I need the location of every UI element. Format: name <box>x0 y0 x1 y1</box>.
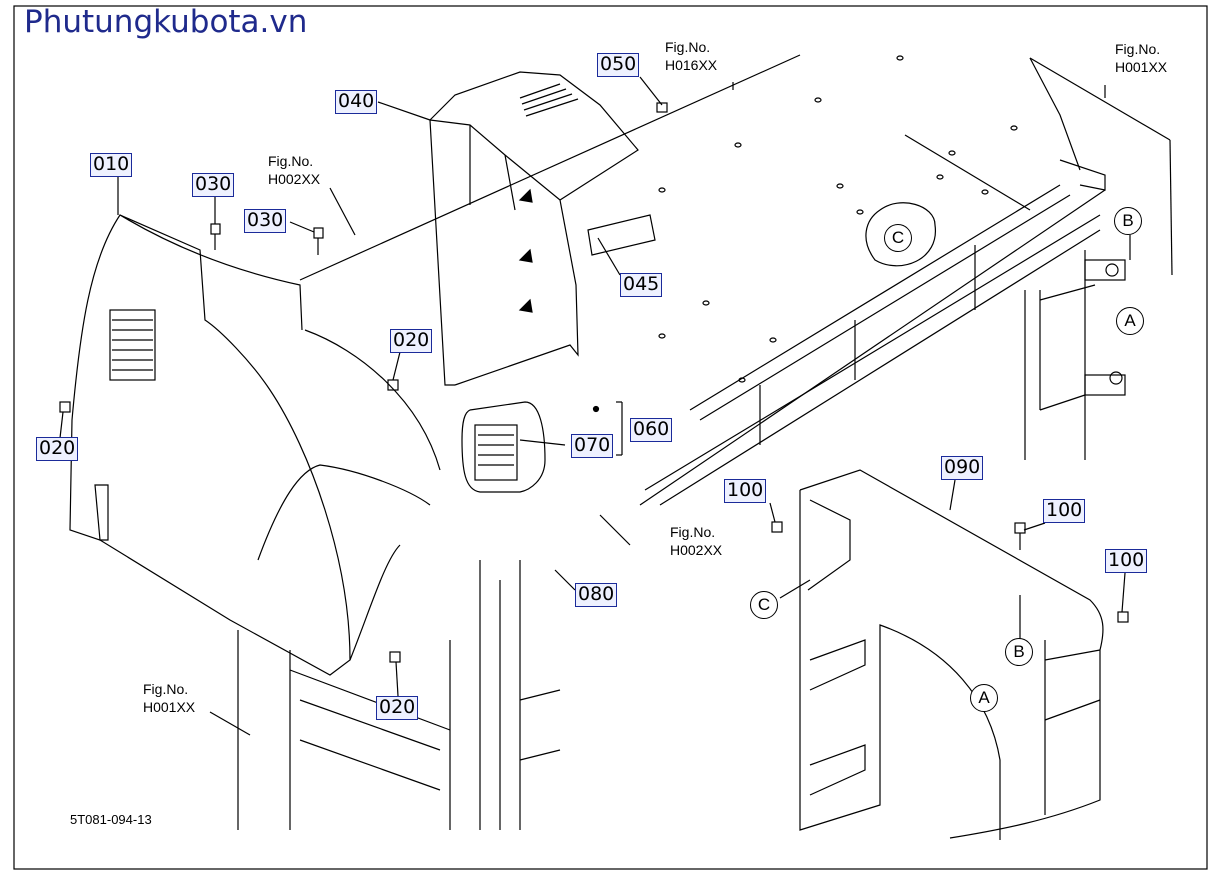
marker-b: B <box>1005 638 1033 666</box>
part-label-040[interactable]: 040 <box>335 90 378 114</box>
part-label-020[interactable]: 020 <box>390 329 433 353</box>
lower-frame-drawing <box>237 560 561 830</box>
fig-ref-label: Fig.No. <box>665 39 711 55</box>
fig-ref-code: H002XX <box>670 542 723 558</box>
part-label-020[interactable]: 020 <box>36 437 79 461</box>
fig-ref-code: H016XX <box>665 57 718 73</box>
deck-holes <box>658 55 1018 383</box>
fig-ref-code: H001XX <box>1115 59 1168 75</box>
part-label-050[interactable]: 050 <box>597 53 640 77</box>
right-cover-090 <box>799 469 1104 840</box>
fig-ref-h001xx[interactable]: Fig.No. H001XX <box>1115 40 1167 76</box>
deck-panel-drawing <box>299 54 1173 506</box>
marker-c: C <box>884 224 912 252</box>
part-label-010[interactable]: 010 <box>90 153 133 177</box>
fig-ref-h002xx[interactable]: Fig.No. H002XX <box>670 523 722 559</box>
fig-ref-label: Fig.No. <box>1115 41 1161 57</box>
part-label-090[interactable]: 090 <box>941 456 984 480</box>
fig-ref-code: H002XX <box>268 171 321 187</box>
leader-lines <box>59 76 1131 736</box>
side-panel-010 <box>69 214 441 676</box>
fig-ref-label: Fig.No. <box>143 681 189 697</box>
part-label-100[interactable]: 100 <box>1105 549 1148 573</box>
part-label-100[interactable]: 100 <box>724 479 767 503</box>
fig-ref-code: H001XX <box>143 699 196 715</box>
page-border <box>13 5 1208 870</box>
watermark-text: Phutungkubota.vn <box>24 4 308 40</box>
fig-ref-h001xx[interactable]: Fig.No. H001XX <box>143 680 195 716</box>
duct-cover-040 <box>429 71 656 386</box>
part-label-100[interactable]: 100 <box>1043 499 1086 523</box>
marker-a: A <box>970 684 998 712</box>
part-label-045[interactable]: 045 <box>620 273 663 297</box>
fig-ref-h016xx[interactable]: Fig.No. H016XX <box>665 38 717 74</box>
part-label-080[interactable]: 080 <box>575 583 618 607</box>
fig-ref-h002xx[interactable]: Fig.No. H002XX <box>268 152 320 188</box>
part-label-030[interactable]: 030 <box>192 173 235 197</box>
marker-b: B <box>1114 207 1142 235</box>
fig-ref-label: Fig.No. <box>268 153 314 169</box>
part-label-060[interactable]: 060 <box>630 418 673 442</box>
part-label-020[interactable]: 020 <box>376 696 419 720</box>
side-panel-vent <box>109 309 156 381</box>
part-label-030[interactable]: 030 <box>244 209 287 233</box>
drawing-code: 5T081-094-13 <box>70 812 152 827</box>
marker-c: C <box>750 591 778 619</box>
fig-ref-label: Fig.No. <box>670 524 716 540</box>
work-light-070 <box>461 401 600 493</box>
marker-a: A <box>1116 307 1144 335</box>
part-label-070[interactable]: 070 <box>571 434 614 458</box>
vent-grille-040 <box>519 83 579 117</box>
